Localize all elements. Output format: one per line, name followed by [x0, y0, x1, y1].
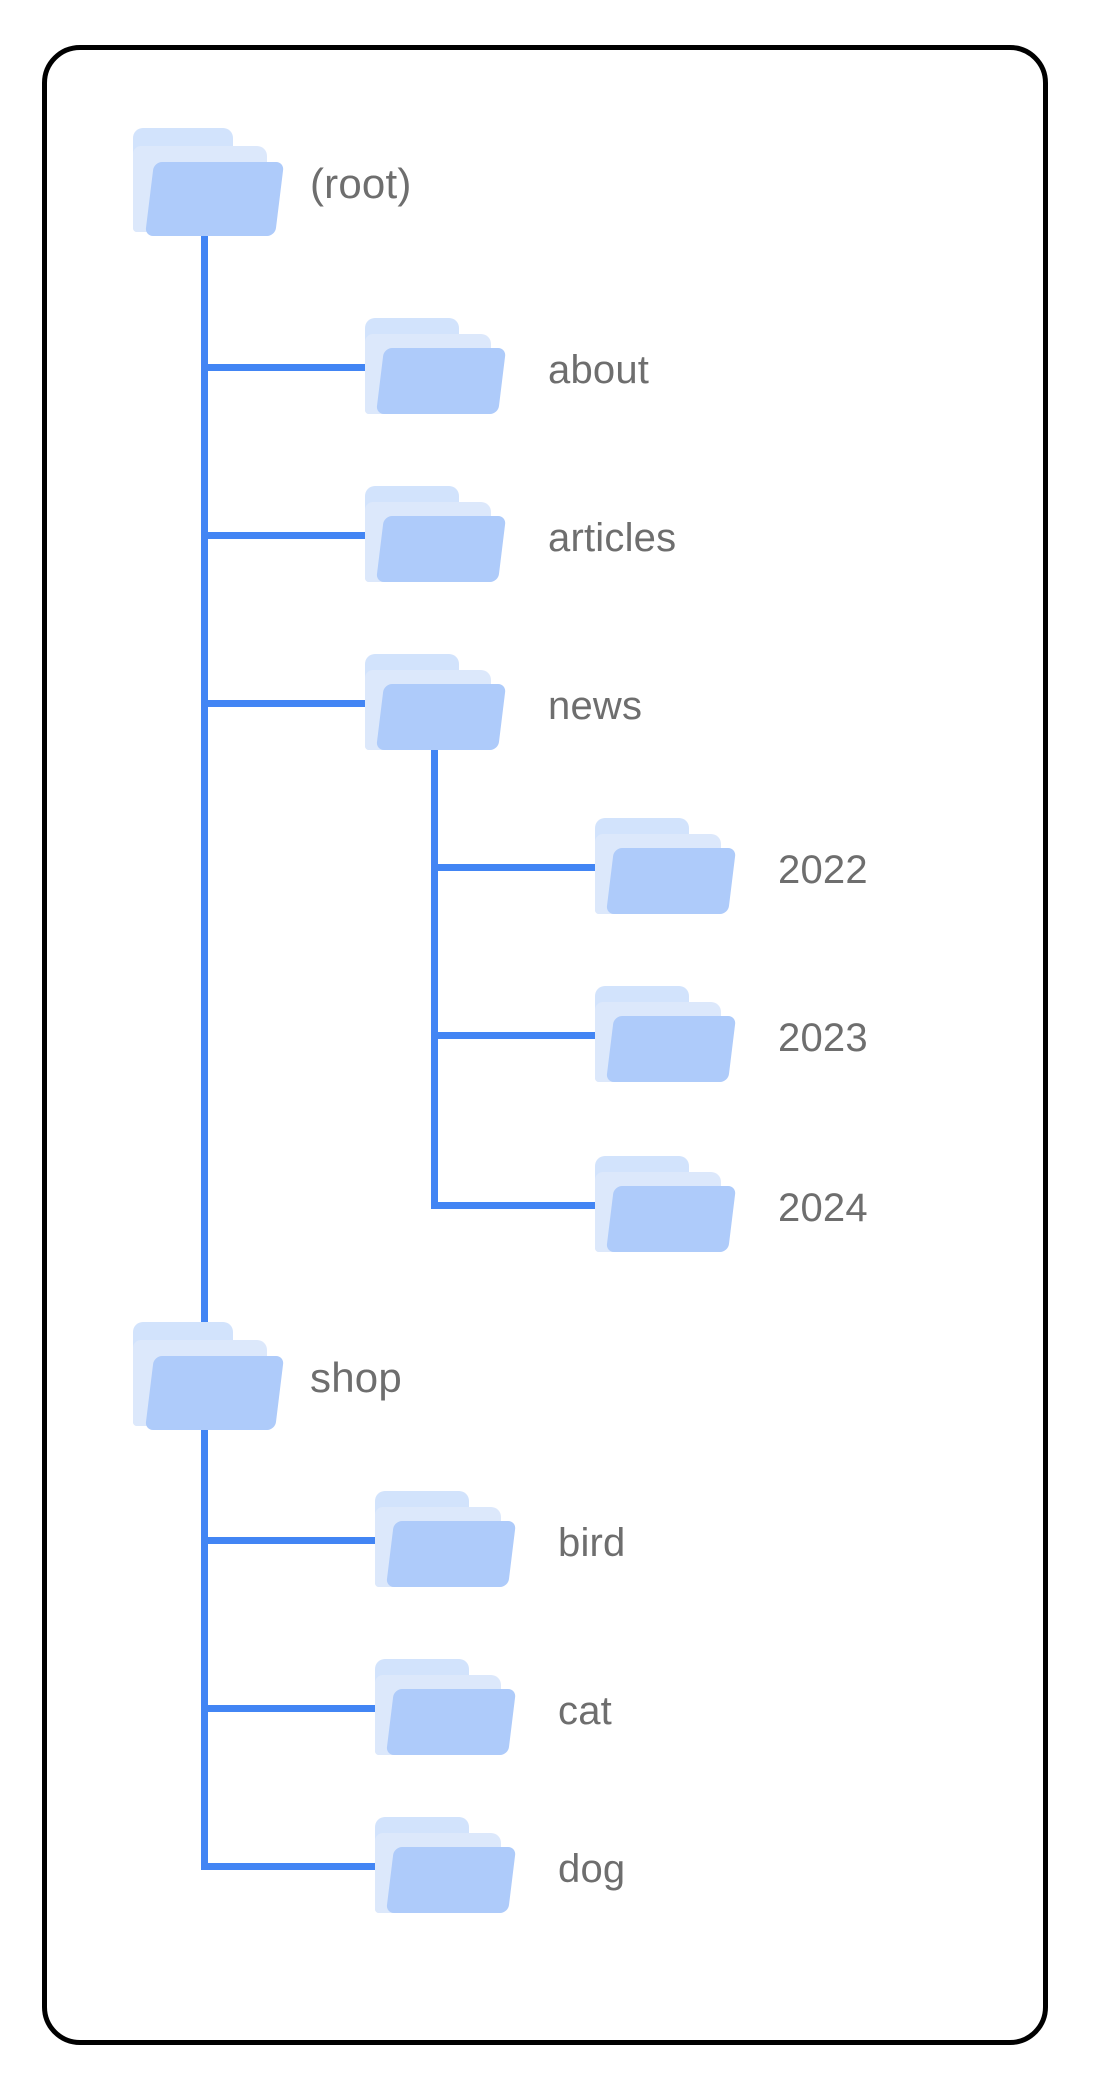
connector-news-2024: [431, 1202, 601, 1209]
folder-icon: [375, 1813, 517, 1917]
tree-node-label: 2022: [778, 848, 868, 892]
tree-node-label: 2024: [778, 1186, 868, 1230]
connector-news-trunk: [431, 745, 438, 1209]
connector-shop-dog: [201, 1863, 381, 1870]
tree-node-label: shop: [310, 1354, 402, 1401]
connector-shop-bird: [201, 1537, 381, 1544]
tree-node-label: dog: [558, 1847, 626, 1891]
folder-icon: [133, 1318, 285, 1430]
connector-news-2023: [431, 1032, 601, 1039]
folder-icon: [133, 124, 285, 236]
connector-root-articles: [201, 532, 371, 539]
tree-node-label: 2023: [778, 1016, 868, 1060]
folder-icon: [365, 482, 507, 586]
connector-shop-trunk: [201, 1390, 208, 1870]
connector-root-trunk: [201, 236, 208, 1326]
connector-root-news: [201, 700, 371, 707]
connector-root-about: [201, 364, 371, 371]
tree-node-label: about: [548, 348, 650, 392]
folder-icon: [595, 1152, 737, 1256]
tree-node-label: articles: [548, 516, 677, 560]
tree-node-label: cat: [558, 1689, 612, 1733]
folder-icon: [595, 982, 737, 1086]
tree-node-label: news: [548, 684, 643, 728]
connector-shop-cat: [201, 1705, 381, 1712]
folder-icon: [375, 1487, 517, 1591]
tree-node-label: (root): [310, 160, 412, 207]
tree-node-label: bird: [558, 1521, 626, 1565]
folder-icon: [365, 314, 507, 418]
folder-icon: [595, 814, 737, 918]
folder-icon: [375, 1655, 517, 1759]
folder-icon: [365, 650, 507, 754]
connector-news-2022: [431, 864, 601, 871]
